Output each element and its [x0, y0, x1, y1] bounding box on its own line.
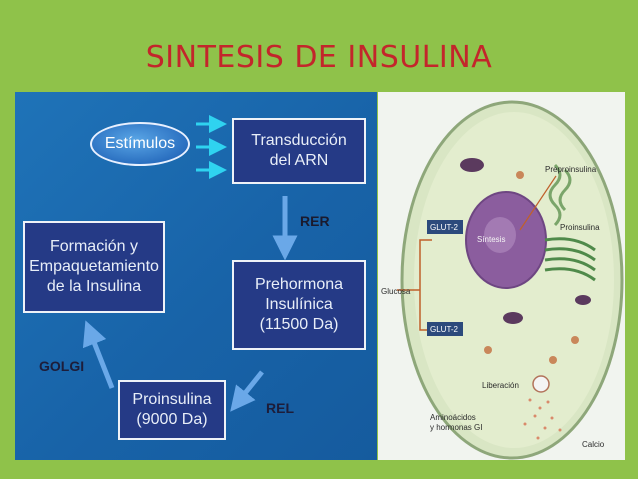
stimulus-ellipse: Estímulos: [90, 122, 190, 166]
vesicle-1: [516, 171, 524, 179]
vesicle-4: [484, 346, 492, 354]
prehormone-box: Prehormona Insulínica (11500 Da): [232, 260, 366, 350]
packaging-box: Formación y Empaquetamiento de la Insuli…: [23, 221, 165, 313]
proinsulina-label: Proinsulina: [560, 223, 600, 232]
sintesis-label: Síntesis: [477, 235, 505, 244]
mitochondria-1: [460, 158, 484, 172]
glut2-top-label: GLUT-2: [430, 223, 459, 232]
nucleolus: [484, 217, 516, 253]
slide-title: SINTESIS DE INSULINA: [145, 40, 493, 75]
rel-label: REL: [266, 400, 294, 416]
glucosa-label: Glucosa: [381, 287, 411, 296]
glut2-bottom-badge: [427, 322, 463, 336]
golgi-label: GOLGI: [39, 358, 85, 374]
hormonas-label: y hormonas GI: [430, 423, 482, 432]
transduction-box: Transducción del ARN: [232, 118, 366, 184]
vesicle-3: [549, 356, 557, 364]
aminoacidos-label: Aminoácidos: [430, 413, 476, 422]
released-granules: [523, 398, 562, 440]
glut2-bottom-label: GLUT-2: [430, 325, 459, 334]
golgi-arrow: [82, 320, 115, 389]
liberacion-label: Liberación: [482, 381, 519, 390]
vesicle-2: [571, 336, 579, 344]
preproinsulina-label: Preproinsulina: [545, 165, 597, 174]
rel-arrow: [230, 370, 264, 412]
synthesis-arrow: [519, 175, 557, 231]
golgi-apparatus: [544, 237, 596, 282]
mitochondria-3: [575, 295, 591, 305]
calcio-label: Calcio: [582, 440, 605, 449]
glut2-top-badge: [427, 220, 463, 234]
mitochondria-2: [503, 312, 523, 324]
exocytosis-granule: [532, 375, 550, 393]
proinsulin-box: Proinsulina (9000 Da): [118, 380, 226, 440]
rough-er: [548, 163, 572, 227]
rer-label: RER: [300, 213, 330, 229]
